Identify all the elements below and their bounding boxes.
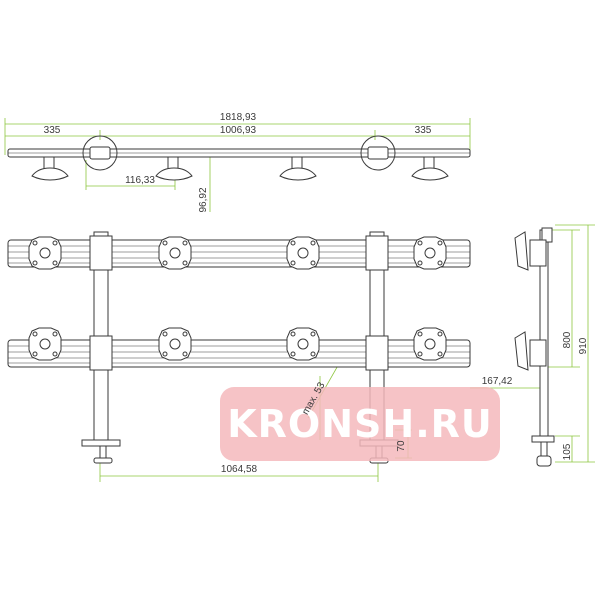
side-view — [514, 227, 555, 467]
top-view-arm-3 — [279, 156, 317, 181]
upper-crossbar — [7, 239, 471, 268]
vesa-plate-upper-4 — [413, 236, 447, 270]
dim-base-105: 105 — [562, 443, 573, 460]
top-view — [7, 135, 471, 181]
left-desk-clamp — [81, 439, 121, 464]
vesa-plate-lower-1 — [28, 327, 62, 361]
top-view-arm-4 — [411, 156, 449, 181]
dim-arm-offset: 116,33 — [125, 175, 155, 186]
dim-total-width: 1818,93 — [220, 112, 257, 123]
left-pole — [89, 231, 113, 443]
dim-pole-spacing: 1064,58 — [221, 464, 258, 475]
watermark: KRONSH.RU — [220, 387, 500, 461]
dim-height-910: 910 — [578, 337, 589, 354]
dim-left-overhang: 335 — [44, 125, 61, 136]
vesa-plate-lower-2 — [158, 327, 192, 361]
top-view-pole-left — [82, 135, 118, 171]
dimension-labels: 1818,93 335 1006,93 335 116,33 96,92 max… — [44, 112, 589, 475]
lower-crossbar — [7, 339, 471, 368]
dim-height-800: 800 — [562, 331, 573, 348]
watermark-text: KRONSH.RU — [227, 402, 493, 446]
top-view-pole-right — [360, 135, 396, 171]
top-view-arm-1 — [31, 156, 69, 181]
dim-right-overhang: 335 — [415, 125, 432, 136]
dim-bar-depth: 167,42 — [482, 376, 513, 387]
vesa-plate-upper-3 — [286, 236, 320, 270]
dim-center-span: 1006,93 — [220, 125, 257, 136]
dim-mount-depth: 96,92 — [198, 187, 209, 212]
dim-clamp-height: 70 — [396, 440, 407, 452]
vesa-plate-upper-2 — [158, 236, 192, 270]
vesa-plate-lower-4 — [413, 327, 447, 361]
vesa-plate-lower-3 — [286, 327, 320, 361]
top-view-arm-2 — [155, 156, 193, 181]
vesa-plate-upper-1 — [28, 236, 62, 270]
